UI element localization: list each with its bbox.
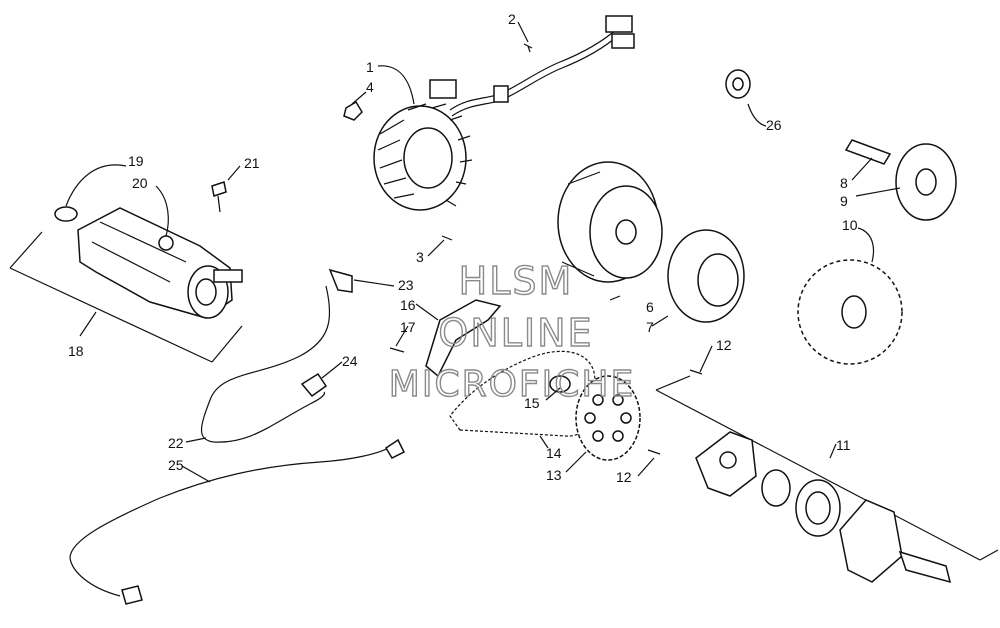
watermark-line-2: ONLINE: [438, 311, 593, 355]
watermark-line-1: HLSM: [459, 259, 574, 303]
screw-part-12: [647, 369, 703, 455]
callout-25: 25: [168, 457, 184, 473]
screw-part-3: [441, 235, 453, 241]
callout-17: 17: [400, 319, 416, 335]
wiring-harness-part: [429, 15, 635, 117]
screw-part: [523, 43, 533, 53]
callout-24: 24: [342, 353, 358, 369]
callout-23: 23: [398, 277, 414, 293]
callout-12-lower: 12: [616, 469, 632, 485]
key-part: [549, 375, 571, 393]
callout-11: 11: [836, 437, 851, 453]
cable-boot-part: [328, 268, 353, 293]
callout-19: 19: [128, 153, 144, 169]
stator-part: [373, 103, 473, 211]
flywheel-part: [557, 161, 663, 283]
watermark-line-3: MICROFICHE: [389, 364, 635, 405]
leader-lines: [65, 21, 901, 483]
oil-pump-housing-part: [839, 499, 952, 584]
oil-pump-bracket-line: [655, 389, 981, 561]
callout-3: 3: [416, 249, 424, 265]
callout-4: 4: [366, 79, 374, 95]
callout-26: 26: [766, 117, 782, 133]
callout-6: 6: [646, 299, 654, 315]
callout-2: 2: [508, 11, 516, 27]
watermark: HLSM ONLINE MICROFICHE: [388, 258, 635, 405]
starter-gear-part: [895, 143, 957, 221]
terminal-boot-part: [300, 372, 328, 398]
ground-cable-part: [69, 445, 393, 597]
starter-motor-part: [77, 207, 243, 319]
battery-cable-part: [200, 285, 331, 443]
sprocket-part: [575, 375, 641, 461]
bolt-part: [211, 181, 227, 213]
callout-16: 16: [400, 297, 416, 313]
callout-14: 14: [546, 445, 562, 461]
nut-part: [343, 100, 363, 121]
chain-guide-part: [425, 299, 502, 378]
callout-9: 9: [840, 193, 848, 209]
starter-clutch-part: [667, 229, 745, 323]
callout-18: 18: [68, 343, 84, 359]
callout-10: 10: [842, 217, 858, 233]
driven-gear-part: [797, 259, 903, 365]
callout-1: 1: [366, 59, 374, 75]
starter-motor-bracket-lines: [9, 231, 243, 363]
callout-22: 22: [168, 435, 184, 451]
callout-8: 8: [840, 175, 848, 191]
shaft-part: [844, 139, 892, 165]
o-ring-part: [54, 206, 78, 222]
callout-15: 15: [524, 395, 540, 411]
oil-pump-rotor-part: [761, 469, 841, 537]
callout-13: 13: [546, 467, 562, 483]
callout-21: 21: [244, 155, 260, 171]
oil-pump-cover-part: [695, 431, 757, 497]
bolt-part-17: [389, 347, 405, 353]
callout-12-upper: 12: [716, 337, 732, 353]
callout-7: 7: [646, 319, 654, 335]
callout-20: 20: [132, 175, 148, 191]
callout-labels: 1 2 3 4 6 7 8 9 10 11 12 12 13 14 15 16 …: [68, 11, 858, 485]
